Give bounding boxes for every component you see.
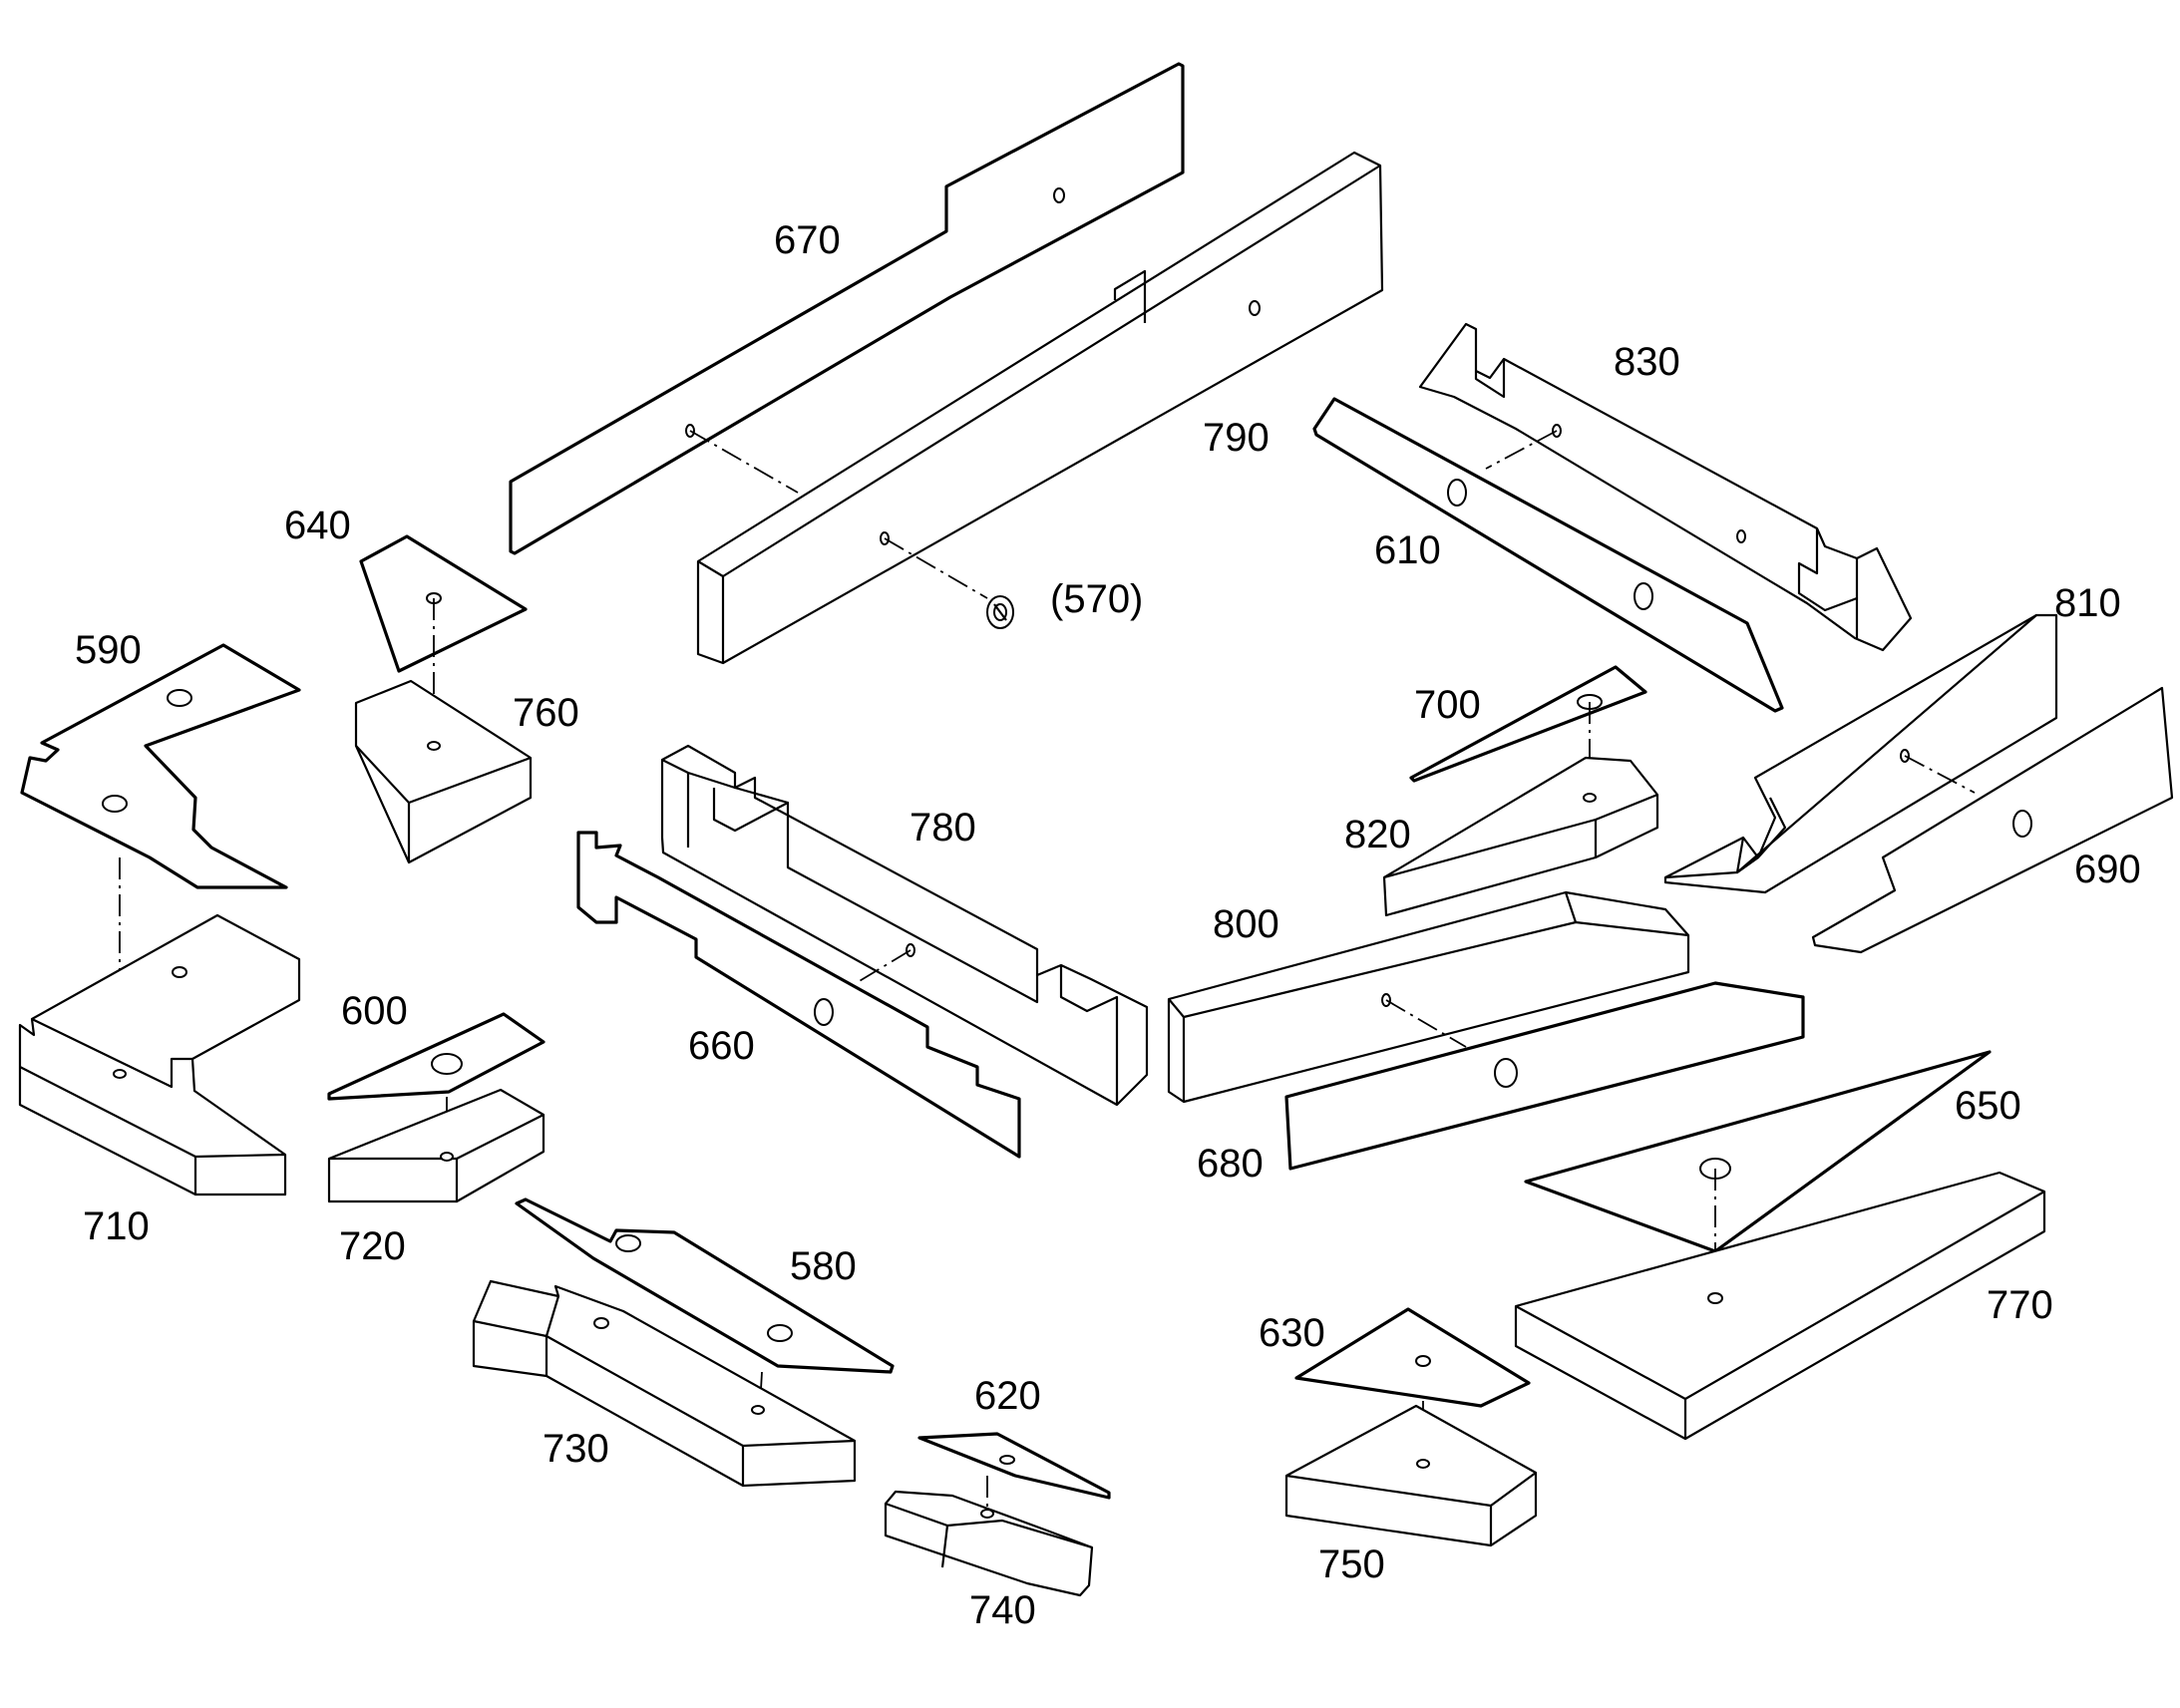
callout-590: 590 (75, 628, 142, 672)
part-780-block (660, 744, 1149, 1107)
callout-730: 730 (543, 1427, 609, 1471)
part-830-block (1418, 322, 1913, 652)
callout-580: 580 (790, 1244, 857, 1288)
part-690-plate (1811, 686, 2174, 954)
callout-770: 770 (1987, 1283, 2053, 1327)
centerline (689, 430, 799, 494)
part-770-block (1514, 1171, 2046, 1441)
centerline (884, 537, 988, 599)
part-750-block (1284, 1404, 1538, 1547)
centerline (1485, 430, 1558, 470)
part-730-block (472, 1279, 857, 1488)
part-720-block (327, 1088, 545, 1203)
callout-830: 830 (1614, 340, 1680, 384)
callout-710: 710 (83, 1204, 150, 1248)
part-620-plate (917, 1432, 1111, 1500)
callout-820: 820 (1344, 813, 1411, 856)
part-640-plate (359, 534, 528, 673)
centerline (857, 949, 911, 983)
part-610-plate (1312, 397, 1784, 713)
callout-610: 610 (1374, 528, 1441, 572)
callout-790: 790 (1203, 416, 1270, 460)
part-600-plate (327, 1012, 545, 1101)
callout-670: 670 (774, 218, 841, 262)
callout-700: 700 (1414, 683, 1481, 727)
part-820-block (1382, 756, 1659, 917)
callout-720: 720 (339, 1224, 406, 1268)
part-710-block (18, 913, 301, 1196)
centerline (1385, 999, 1467, 1048)
part-660-plate (576, 831, 1021, 1159)
callout-750: 750 (1318, 1542, 1385, 1586)
callout-660: 660 (688, 1024, 755, 1068)
callout-690: 690 (2074, 848, 2141, 891)
part-630-plate (1294, 1307, 1531, 1408)
callout-780: 780 (909, 806, 976, 850)
part-590-plate (20, 643, 301, 889)
washer-570-icon (986, 595, 1014, 629)
callout-800: 800 (1213, 902, 1279, 946)
callout-650: 650 (1955, 1084, 2021, 1128)
part-580-plate (515, 1197, 895, 1374)
callout-680: 680 (1197, 1142, 1264, 1186)
part-790-block (696, 151, 1384, 665)
part-810-plate (1663, 613, 2058, 894)
part-800-block (1167, 890, 1690, 1104)
callout-810: 810 (2054, 581, 2121, 625)
part-740-block (884, 1490, 1094, 1597)
callout-620: 620 (974, 1374, 1041, 1418)
callout-760: 760 (513, 691, 579, 735)
callout-630: 630 (1259, 1311, 1325, 1355)
part-760-block (354, 679, 533, 864)
centerline (1904, 755, 1976, 794)
callout-600: 600 (341, 989, 408, 1033)
callout-640: 640 (284, 504, 351, 547)
part-680-plate (1284, 981, 1805, 1171)
callout-740: 740 (969, 1588, 1036, 1632)
part-650-plate (1524, 1050, 1992, 1253)
callout-570: (570) (1050, 577, 1143, 621)
